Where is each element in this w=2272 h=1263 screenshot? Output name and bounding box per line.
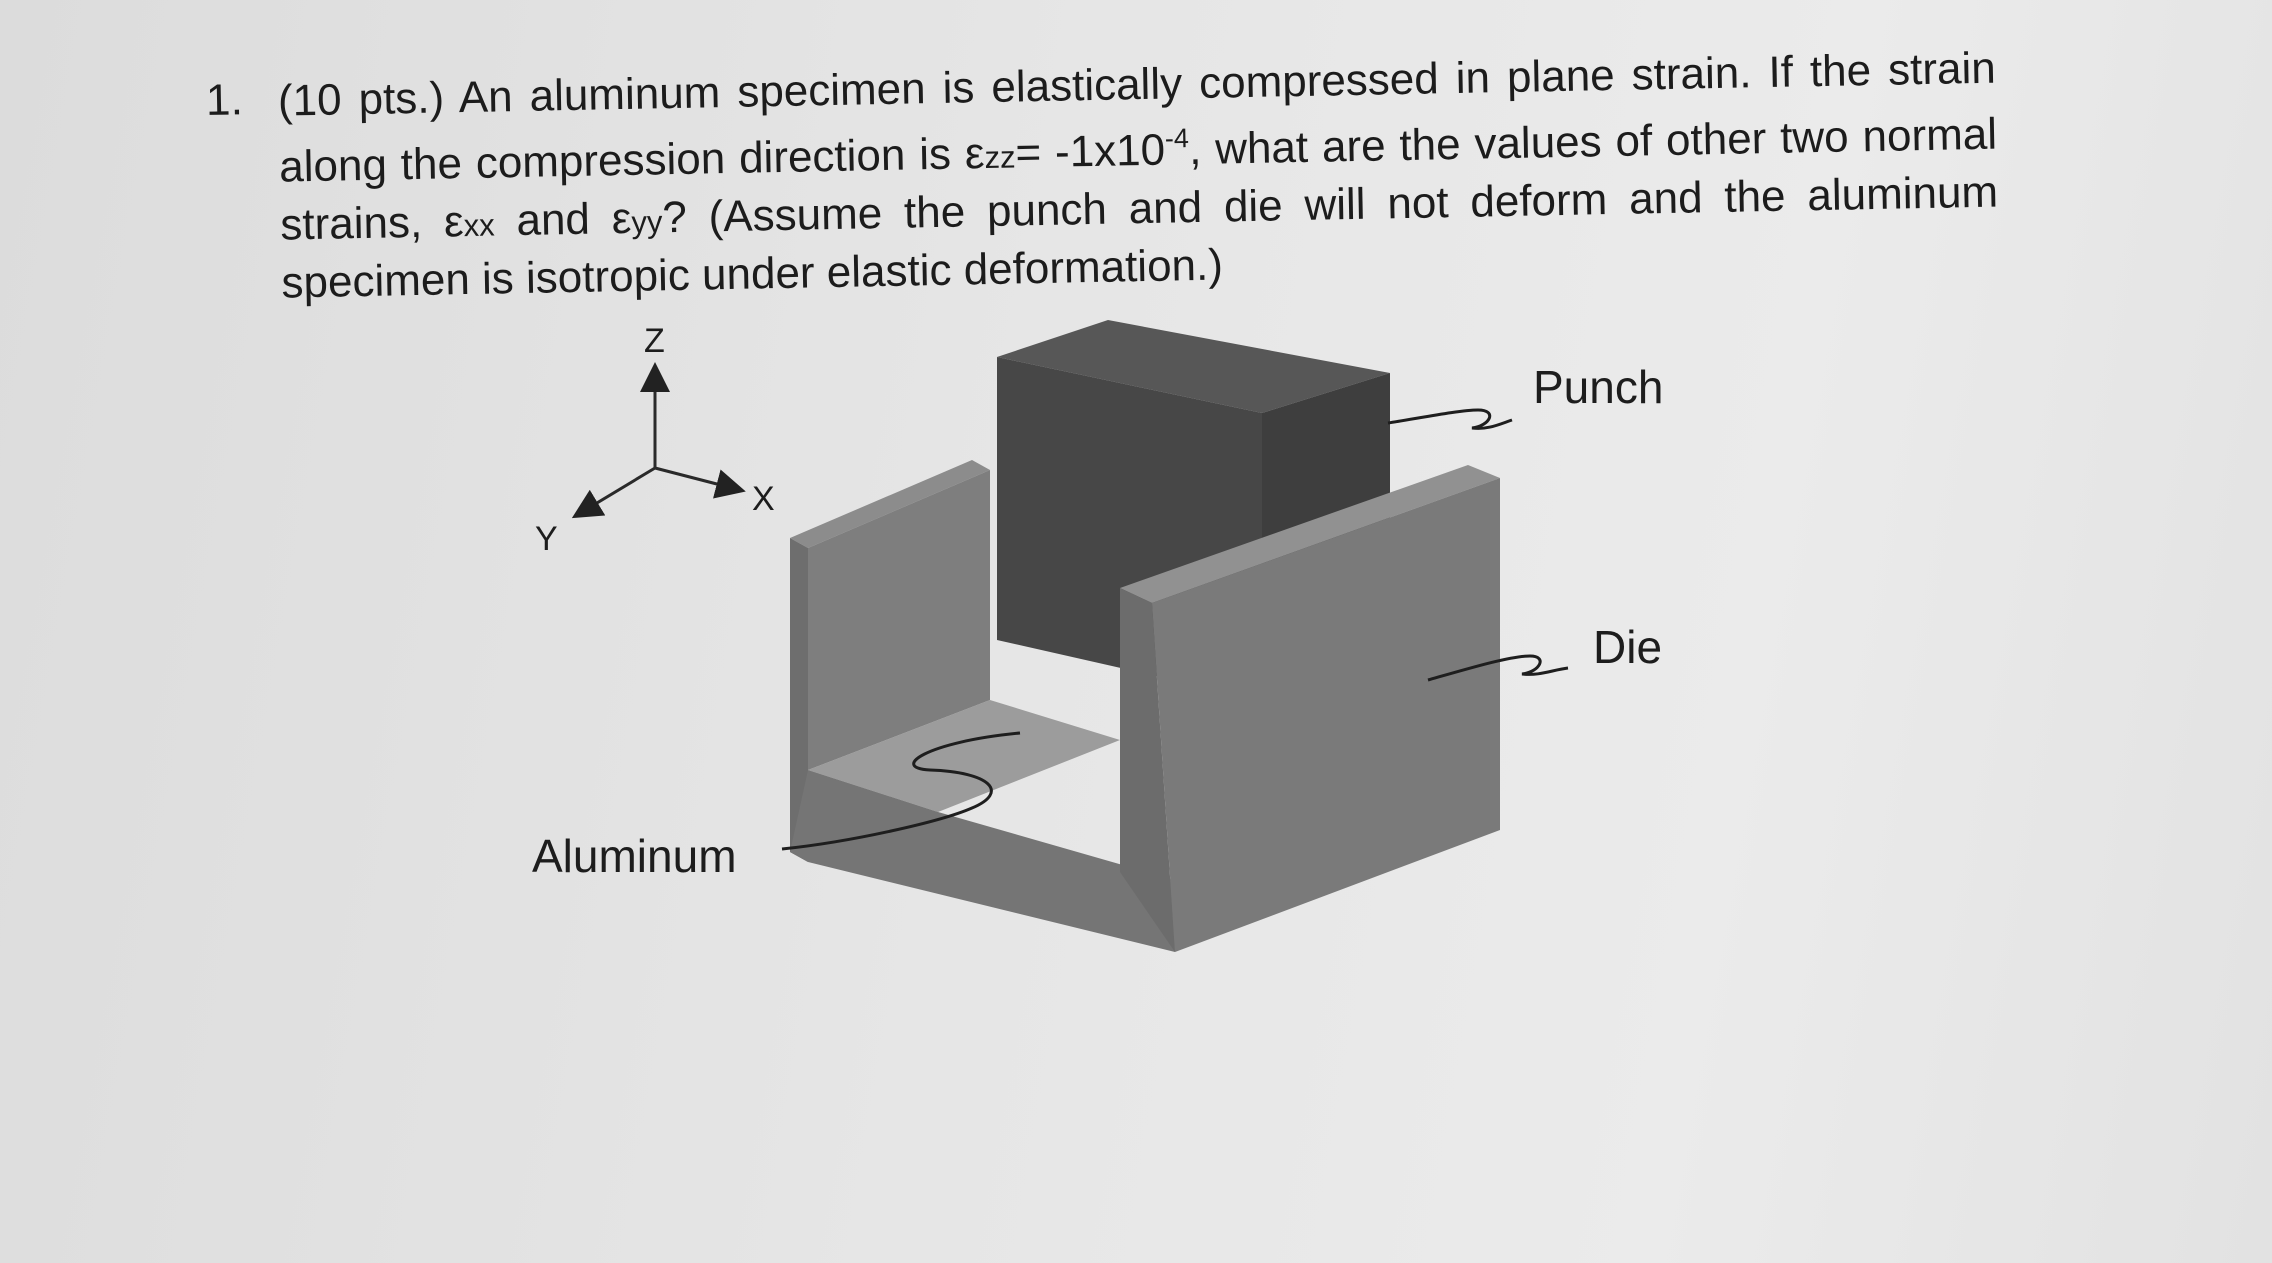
die-left-wall-front — [808, 470, 990, 770]
die-leader-line — [1427, 654, 1569, 682]
punch-leader-line — [1387, 408, 1513, 430]
y-axis-arrow — [571, 466, 656, 519]
die — [790, 460, 1175, 952]
die-right-wall-front — [1152, 478, 1500, 952]
die-left-wall-top — [790, 460, 990, 548]
die-base-front — [790, 770, 1175, 952]
x-axis-arrow — [654, 466, 746, 499]
die-label: Die — [1593, 621, 1662, 673]
aluminum-leader-line — [781, 731, 1021, 851]
axis-z-label: Z — [644, 322, 665, 360]
die-left-wall-side — [790, 538, 808, 862]
aluminum-label: Aluminum — [532, 830, 737, 882]
leader-lines — [781, 408, 1569, 851]
punch-top-face — [997, 320, 1390, 413]
die-right-wall — [1120, 465, 1500, 952]
aluminum-specimen — [808, 700, 1120, 812]
axis-x-label: X — [752, 480, 775, 518]
punch-label: Punch — [1533, 361, 1663, 413]
axis-y-label: Y — [535, 520, 558, 558]
die-right-wall-inner-face — [1120, 588, 1175, 952]
die-right-wall-top — [1120, 465, 1500, 603]
coordinate-axes: Z X Y — [535, 322, 775, 558]
